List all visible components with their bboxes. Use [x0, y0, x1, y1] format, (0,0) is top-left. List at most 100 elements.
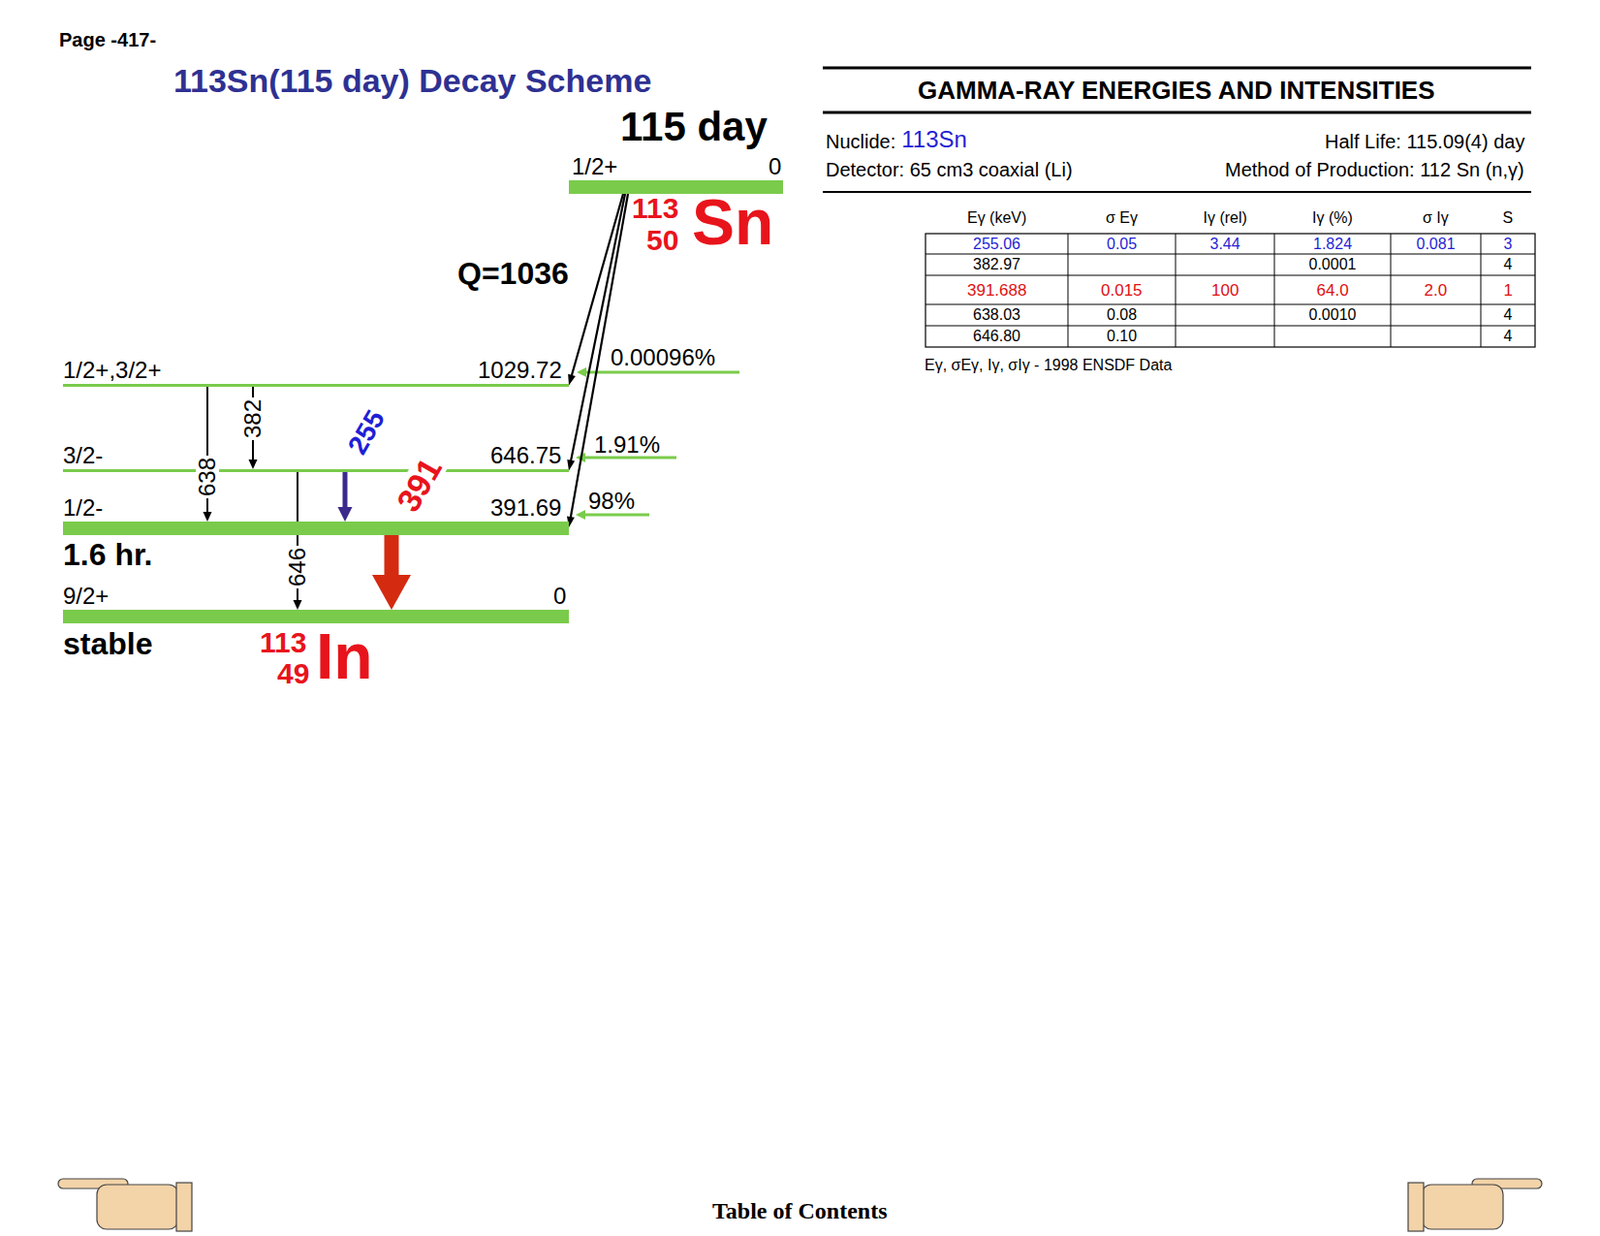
table-grid [925, 304, 1536, 306]
table-cell: 638.03 [972, 307, 1021, 323]
table-header: Iγ (%) [1312, 210, 1353, 226]
level-text: Sn [691, 189, 774, 254]
hand-cuff [1408, 1182, 1424, 1231]
energy-level: 115 day1/2+011350Sn [568, 180, 784, 194]
hand-palm [96, 1184, 179, 1229]
table-header: Iγ (rel) [1203, 210, 1248, 226]
table-cell: 1.824 [1313, 236, 1352, 252]
level-text: 0 [553, 584, 566, 608]
hand-cuff [176, 1182, 192, 1231]
table-cell: 0.05 [1106, 236, 1137, 252]
level-text: 115 day [620, 106, 768, 148]
table-cell: 255.06 [972, 236, 1021, 252]
text-label: 113Sn [901, 127, 968, 152]
level-text: 0 [768, 155, 782, 179]
table-cell: 4 [1504, 307, 1513, 323]
feed-marker [576, 367, 587, 377]
table-cell: 2.0 [1424, 282, 1448, 299]
arrow-shaft [343, 471, 348, 509]
level-text: 391.69 [490, 496, 562, 520]
level-text: 3/2- [62, 443, 103, 468]
level-text: 1.6 hr. [62, 538, 154, 570]
feed-marker [575, 509, 586, 520]
energy-level: 1/2-391.691.6 hr. [62, 521, 569, 535]
feed-marker [583, 513, 650, 517]
text-label: Eγ, σEγ, Iγ, σIγ - 1998 ENSDF Data [924, 357, 1172, 374]
level-text: 1/2- [62, 496, 103, 520]
arrow-head [203, 511, 213, 522]
table-cell: 4 [1504, 328, 1513, 345]
table-rule [822, 66, 1532, 70]
transition-arrow [338, 471, 353, 522]
table-cell: 1 [1504, 282, 1513, 299]
gamma-energy: 382 [241, 397, 265, 440]
pointing-hand [58, 1178, 192, 1231]
table-grid [925, 275, 1536, 277]
pointing-hand [1408, 1178, 1542, 1231]
level-text: stable [62, 627, 153, 659]
arrow-head [567, 374, 576, 386]
text-label: Method of Production: 112 Sn (n,γ) [1224, 159, 1525, 180]
table-cell: 3 [1504, 236, 1513, 252]
table-grid [925, 325, 1536, 327]
level-text: In [315, 624, 374, 689]
table-cell: 4 [1504, 256, 1513, 273]
level-text: 1029.72 [477, 358, 563, 382]
table-cell: 0.0010 [1309, 307, 1357, 323]
gamma-energy: 255 [342, 404, 391, 461]
feed-marker [584, 371, 740, 375]
table-grid [925, 253, 1536, 255]
text-label: Nuclide: [825, 131, 896, 152]
table-header: Eγ (keV) [967, 210, 1027, 226]
branching-ratio: 0.00096% [610, 345, 716, 370]
arrow-shaft [384, 534, 400, 579]
level-text: 646.75 [490, 443, 562, 468]
text-label: Half Life: 115.09(4) day [1324, 131, 1525, 152]
text-label: GAMMA-RAY ENERGIES AND INTENSITIES [917, 77, 1436, 103]
table-grid [1274, 233, 1276, 347]
diagram-title: 113Sn(115 day) Decay Scheme [173, 63, 652, 97]
level-text: 9/2+ [62, 584, 109, 608]
table-cell: 0.08 [1106, 307, 1137, 323]
hand-palm [1421, 1184, 1504, 1229]
table-header: σ Eγ [1105, 210, 1138, 226]
arrow-head [372, 574, 411, 610]
table-grid [1175, 233, 1177, 347]
arrow-head [293, 599, 303, 610]
text-label: Q=1036 [457, 257, 569, 289]
arrow-head [249, 459, 258, 470]
table-rule [822, 190, 1532, 193]
table-cell: 0.081 [1416, 236, 1456, 252]
table-header: σ Iγ [1422, 210, 1449, 226]
gamma-energy: 646 [285, 545, 310, 589]
table-cell: 382.97 [972, 256, 1021, 273]
energy-level: 9/2+0stable11349In [62, 609, 569, 624]
energy-level: 3/2-646.75 [62, 469, 569, 472]
table-cell: 64.0 [1317, 282, 1350, 299]
text-label: Page -417- [59, 30, 157, 50]
level-text: 1/2+ [571, 155, 618, 179]
transition-arrow [372, 534, 411, 610]
branching-ratio: 98% [588, 489, 635, 513]
transition-arrow [566, 193, 626, 471]
arrow-shaft [570, 193, 626, 462]
transition-arrow [203, 386, 213, 522]
transition-arrow [293, 471, 303, 610]
arrow-head [338, 506, 353, 522]
table-cell: 0.015 [1100, 282, 1143, 299]
table-rule [822, 111, 1532, 115]
table-cell: 0.10 [1106, 328, 1137, 345]
table-grid [1390, 233, 1392, 347]
level-text: 1/2+,3/2+ [62, 358, 161, 382]
table-cell: 391.688 [967, 282, 1027, 299]
level-text: 50 [646, 225, 679, 255]
branching-ratio: 1.91% [594, 433, 660, 457]
table-cell: 100 [1211, 282, 1239, 299]
table-cell: 646.80 [972, 328, 1021, 345]
table-cell: 3.44 [1210, 236, 1241, 252]
table-grid [925, 233, 1536, 347]
energy-level: 1/2+,3/2+1029.72 [62, 383, 569, 387]
table-grid [1480, 233, 1482, 347]
gamma-energy: 391 [389, 450, 448, 519]
level-text: 113 [259, 627, 307, 658]
